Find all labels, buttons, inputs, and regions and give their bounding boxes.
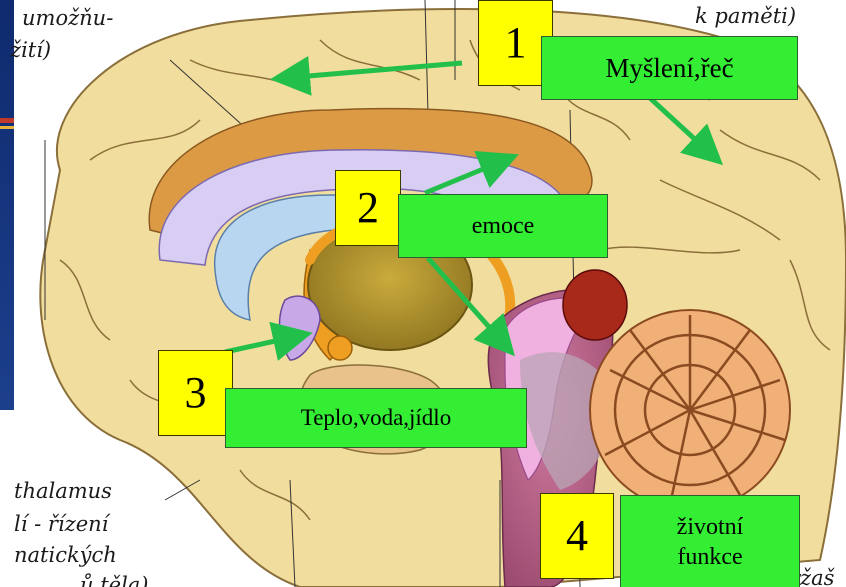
side-text-bottom-left-1: thalamus [14, 479, 112, 503]
label-thinking-speech: Myšlení,řeč [541, 36, 798, 100]
side-text-top-left-1: umožňu- [22, 6, 113, 30]
label-emotions: emoce [398, 194, 608, 258]
side-text-bottom-left-3: natických [14, 543, 117, 567]
side-text-bottom-left-2: lí - řízení [14, 512, 108, 536]
slide-edge-stripe [0, 118, 14, 123]
side-text-top-left-2: žití) [10, 38, 51, 62]
number-box-4: 4 [540, 493, 614, 579]
label-temperature-water-food-text: Teplo,voda,jídlo [301, 405, 451, 431]
label-temperature-water-food: Teplo,voda,jídlo [225, 388, 527, 448]
mammillary-body [328, 336, 352, 360]
label-vital-functions-line2: funkce [677, 542, 742, 572]
label-vital-functions: životní funkce [620, 495, 800, 587]
number-box-3: 3 [158, 350, 233, 436]
side-text-bottom-left-4: ů těla) [80, 573, 149, 587]
pineal-region [563, 270, 627, 340]
slide-edge-stripe-2 [0, 126, 14, 129]
label-vital-functions-line1: životní [677, 512, 744, 542]
side-text-top-right: k paměti) [695, 4, 796, 28]
number-box-2: 2 [335, 170, 401, 246]
